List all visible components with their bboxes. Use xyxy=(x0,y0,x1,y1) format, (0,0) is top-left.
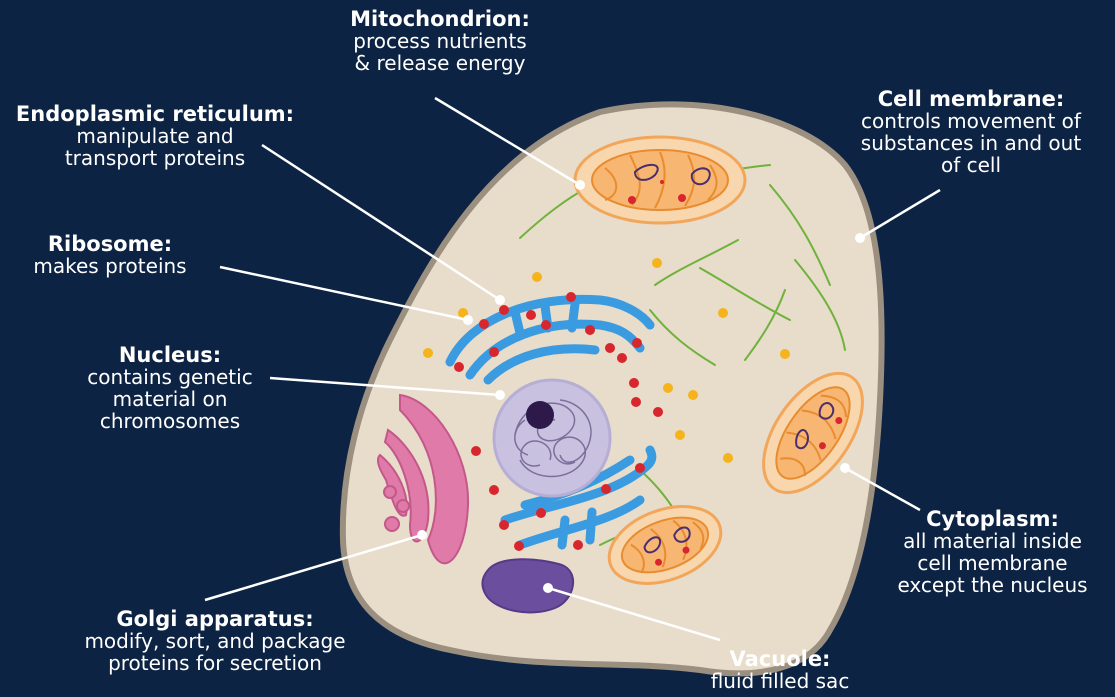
label-line: fluid filled sac xyxy=(690,670,870,692)
label-line: contains genetic xyxy=(50,366,290,388)
label-mitochondrion: Mitochondrion: process nutrients & relea… xyxy=(310,8,570,74)
label-endoplasmic-reticulum: Endoplasmic reticulum: manipulate and tr… xyxy=(0,103,310,169)
label-line: substances in and out xyxy=(828,132,1114,154)
label-title: Golgi apparatus: xyxy=(35,608,395,630)
label-line: manipulate and xyxy=(0,125,310,147)
label-line: of cell xyxy=(828,154,1114,176)
label-line: modify, sort, and package xyxy=(35,630,395,652)
label-line: makes proteins xyxy=(0,255,220,277)
label-golgi-apparatus: Golgi apparatus: modify, sort, and packa… xyxy=(35,608,395,674)
label-line: & release energy xyxy=(310,52,570,74)
label-line: all material inside xyxy=(870,530,1115,552)
label-line: proteins for secretion xyxy=(35,652,395,674)
mitochondrion-top xyxy=(575,137,745,223)
label-ribosome: Ribosome: makes proteins xyxy=(0,233,220,277)
vacuole xyxy=(482,559,573,612)
nucleus xyxy=(494,380,610,496)
label-cell-membrane: Cell membrane: controls movement of subs… xyxy=(828,88,1114,176)
label-title: Endoplasmic reticulum: xyxy=(0,103,310,125)
nucleolus xyxy=(526,401,554,429)
label-cytoplasm: Cytoplasm: all material inside cell memb… xyxy=(870,508,1115,596)
label-line: transport proteins xyxy=(0,147,310,169)
label-line: except the nucleus xyxy=(870,574,1115,596)
label-title: Mitochondrion: xyxy=(310,8,570,30)
label-title: Vacuole: xyxy=(690,648,870,670)
label-line: process nutrients xyxy=(310,30,570,52)
label-title: Cytoplasm: xyxy=(870,508,1115,530)
label-title: Nucleus: xyxy=(50,344,290,366)
label-nucleus: Nucleus: contains genetic material on ch… xyxy=(50,344,290,432)
label-title: Cell membrane: xyxy=(828,88,1114,110)
label-title: Ribosome: xyxy=(0,233,220,255)
label-line: controls movement of xyxy=(828,110,1114,132)
label-line: material on xyxy=(50,388,290,410)
label-vacuole: Vacuole: fluid filled sac xyxy=(690,648,870,692)
label-line: cell membrane xyxy=(870,552,1115,574)
label-line: chromosomes xyxy=(50,410,290,432)
